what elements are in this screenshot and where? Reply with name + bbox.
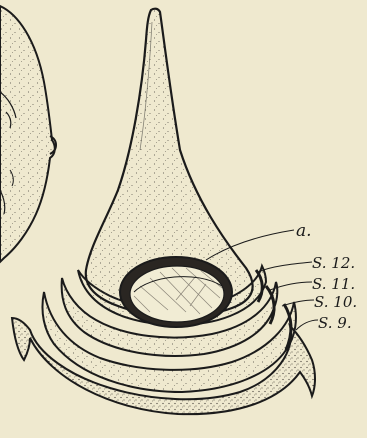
- label-s10: S. 10.: [314, 293, 357, 311]
- label-s9: S. 9.: [318, 314, 352, 332]
- central-aperture: [120, 257, 232, 327]
- label-a: a.: [296, 221, 312, 241]
- left-lobe-structure: [0, 6, 56, 262]
- leader-s12: [258, 262, 312, 272]
- label-s11: S. 11.: [312, 275, 355, 293]
- leader-s9: [296, 320, 318, 330]
- label-s12: S. 12.: [312, 254, 355, 272]
- leader-s10: [282, 300, 314, 306]
